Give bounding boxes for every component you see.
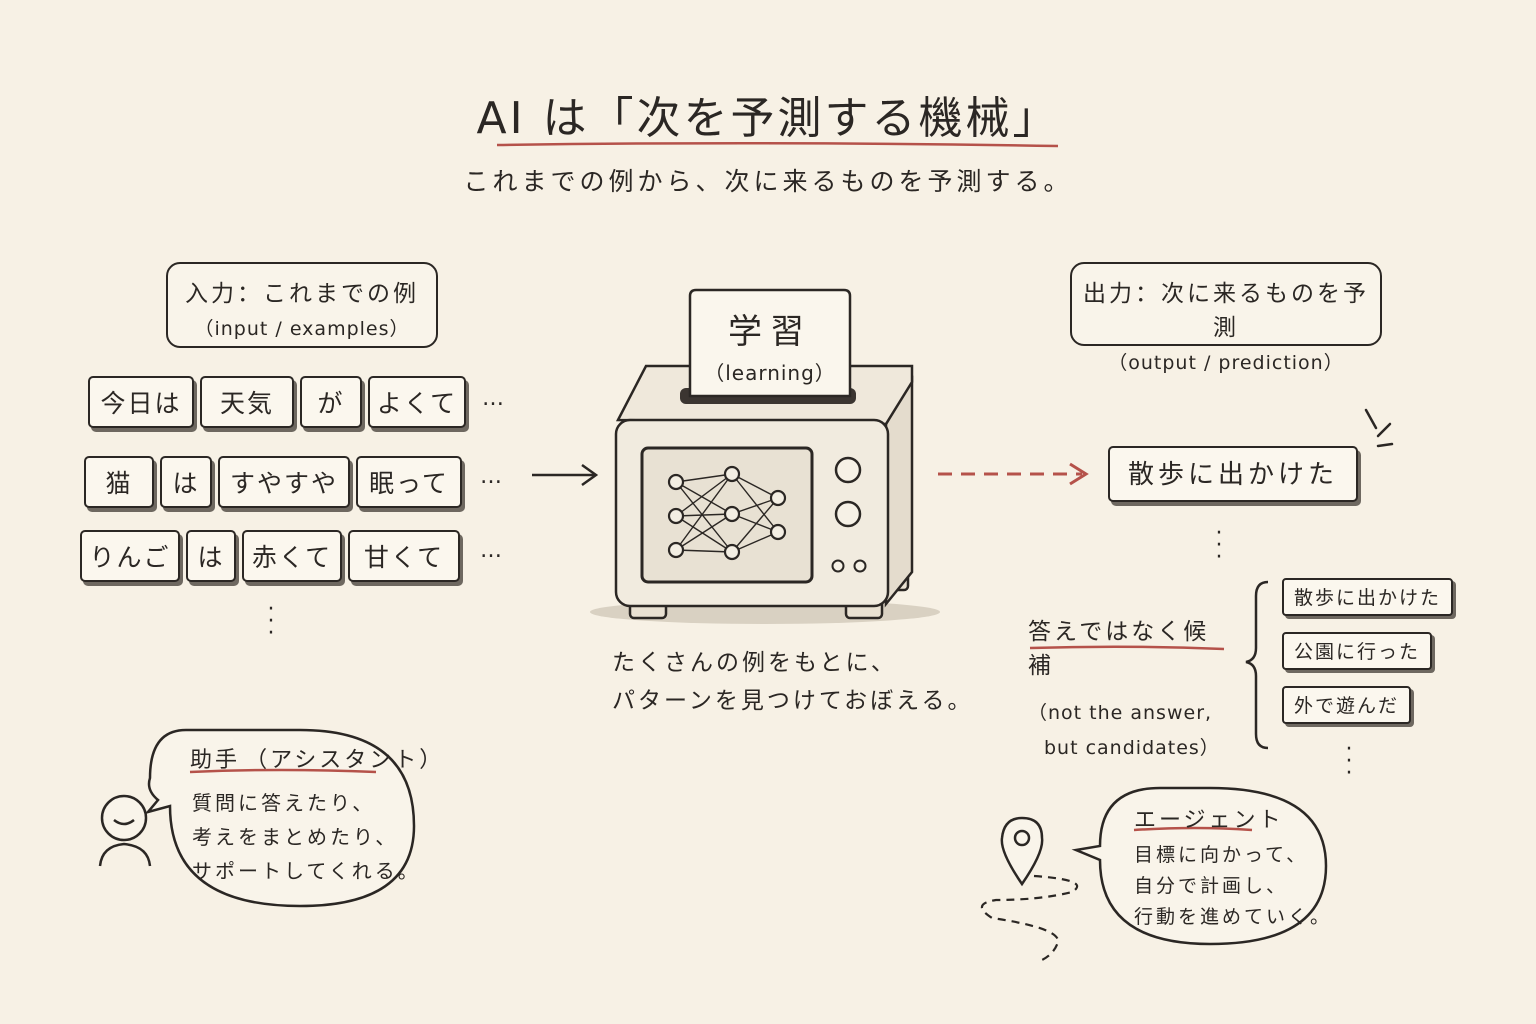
route-path <box>980 874 1079 961</box>
output-label-box: 出力：次に来るものを予測 （output / prediction） <box>1070 262 1382 374</box>
output-sublabel: （output / prediction） <box>1108 352 1344 374</box>
agent-line: 自分で計画し、 <box>1134 875 1289 897</box>
candidates-subtitle: but candidates） <box>1044 737 1220 759</box>
machine-caption: たくさんの例をもとに、 パターンを見つけておぼえる。 <box>612 644 973 720</box>
token: が <box>300 376 362 428</box>
location-pin-icon <box>1000 816 1044 887</box>
input-sublabel: （input / examples） <box>194 318 410 340</box>
candidates-more-dots: ··· <box>1345 737 1353 786</box>
row-ellipsis: … <box>480 464 505 489</box>
token: 眠って <box>356 456 462 508</box>
machine-caption-line: たくさんの例をもとに、 <box>612 650 897 676</box>
page-title: AI は「次を予測する機械」 <box>476 93 1060 144</box>
label-underline <box>1029 645 1225 651</box>
output-arrow <box>938 462 1089 486</box>
candidates-subtitle: （not the answer, <box>1028 702 1213 724</box>
token: りんご <box>80 530 180 582</box>
candidates-brace <box>1245 580 1269 750</box>
candidate-item: 公園に行った <box>1282 632 1433 670</box>
assistant-line: 考えをまとめたり、 <box>192 825 399 849</box>
learning-sublabel: （learning） <box>704 361 836 385</box>
assistant-line: 質問に答えたり、 <box>192 791 376 815</box>
agent-bubble <box>1071 786 1328 946</box>
learning-card-text: 学習 （learning） <box>690 304 850 386</box>
agent-title-underline <box>1133 826 1253 832</box>
page-subtitle: これまでの例から、次に来るものを予測する。 <box>463 167 1073 196</box>
more-rows-dots: ··· <box>267 597 275 646</box>
input-arrow <box>532 463 599 487</box>
prediction-dots: ··· <box>1215 521 1223 570</box>
output-label: 出力：次に来るものを予測 <box>1083 281 1369 341</box>
token: 天気 <box>200 376 294 428</box>
learning-label: 学習 <box>728 312 812 352</box>
token: 赤くて <box>242 530 342 582</box>
assistant-title-underline <box>189 768 377 774</box>
neural-network-icon <box>667 465 787 561</box>
machine-caption-line: パターンを見つけておぼえる。 <box>612 688 974 714</box>
top-prediction: 散歩に出かけた <box>1108 446 1358 502</box>
assistant-title: 助手 （アシスタント） <box>190 742 444 774</box>
token: 猫 <box>84 456 154 508</box>
machine-knob <box>834 456 862 484</box>
person-icon <box>98 794 152 867</box>
row-ellipsis: … <box>482 386 507 411</box>
agent-title: エージェント <box>1134 808 1284 833</box>
input-label: 入力：これまでの例 <box>185 281 419 307</box>
candidate-item: 散歩に出かけた <box>1282 578 1454 616</box>
assistant-description: 質問に答えたり、 考えをまとめたり、 サポートしてくれる。 <box>192 786 421 888</box>
token: 今日は <box>88 376 194 428</box>
candidates-title: 答えではなく候補 <box>1028 619 1210 679</box>
machine-button <box>853 559 867 573</box>
sparkle-icon <box>1364 408 1394 448</box>
token: は <box>160 456 212 508</box>
machine-button <box>831 559 845 573</box>
token: すやすや <box>218 456 350 508</box>
token: 甘くて <box>348 530 460 582</box>
machine-knob <box>834 500 862 528</box>
title-underline <box>496 141 1059 148</box>
assistant-line: サポートしてくれる。 <box>192 859 421 883</box>
agent-line: 行動を進めていく。 <box>1134 906 1333 928</box>
token: よくて <box>368 376 466 428</box>
row-ellipsis: … <box>480 538 505 563</box>
candidate-item: 外で遊んだ <box>1282 686 1412 724</box>
agent-line: 目標に向かって、 <box>1134 844 1309 866</box>
assistant-bubble <box>144 728 416 908</box>
assistant-title-sub: （アシスタント） <box>245 748 445 773</box>
candidates-label: 答えではなく候補 （not the answer, but candidates… <box>1028 612 1228 760</box>
learning-card <box>688 288 852 398</box>
input-label-box: 入力：これまでの例 （input / examples） <box>166 262 438 348</box>
assistant-title-main: 助手 <box>190 748 241 773</box>
agent-description: 目標に向かって、 自分で計画し、 行動を進めていく。 <box>1134 840 1332 933</box>
token: は <box>186 530 236 582</box>
